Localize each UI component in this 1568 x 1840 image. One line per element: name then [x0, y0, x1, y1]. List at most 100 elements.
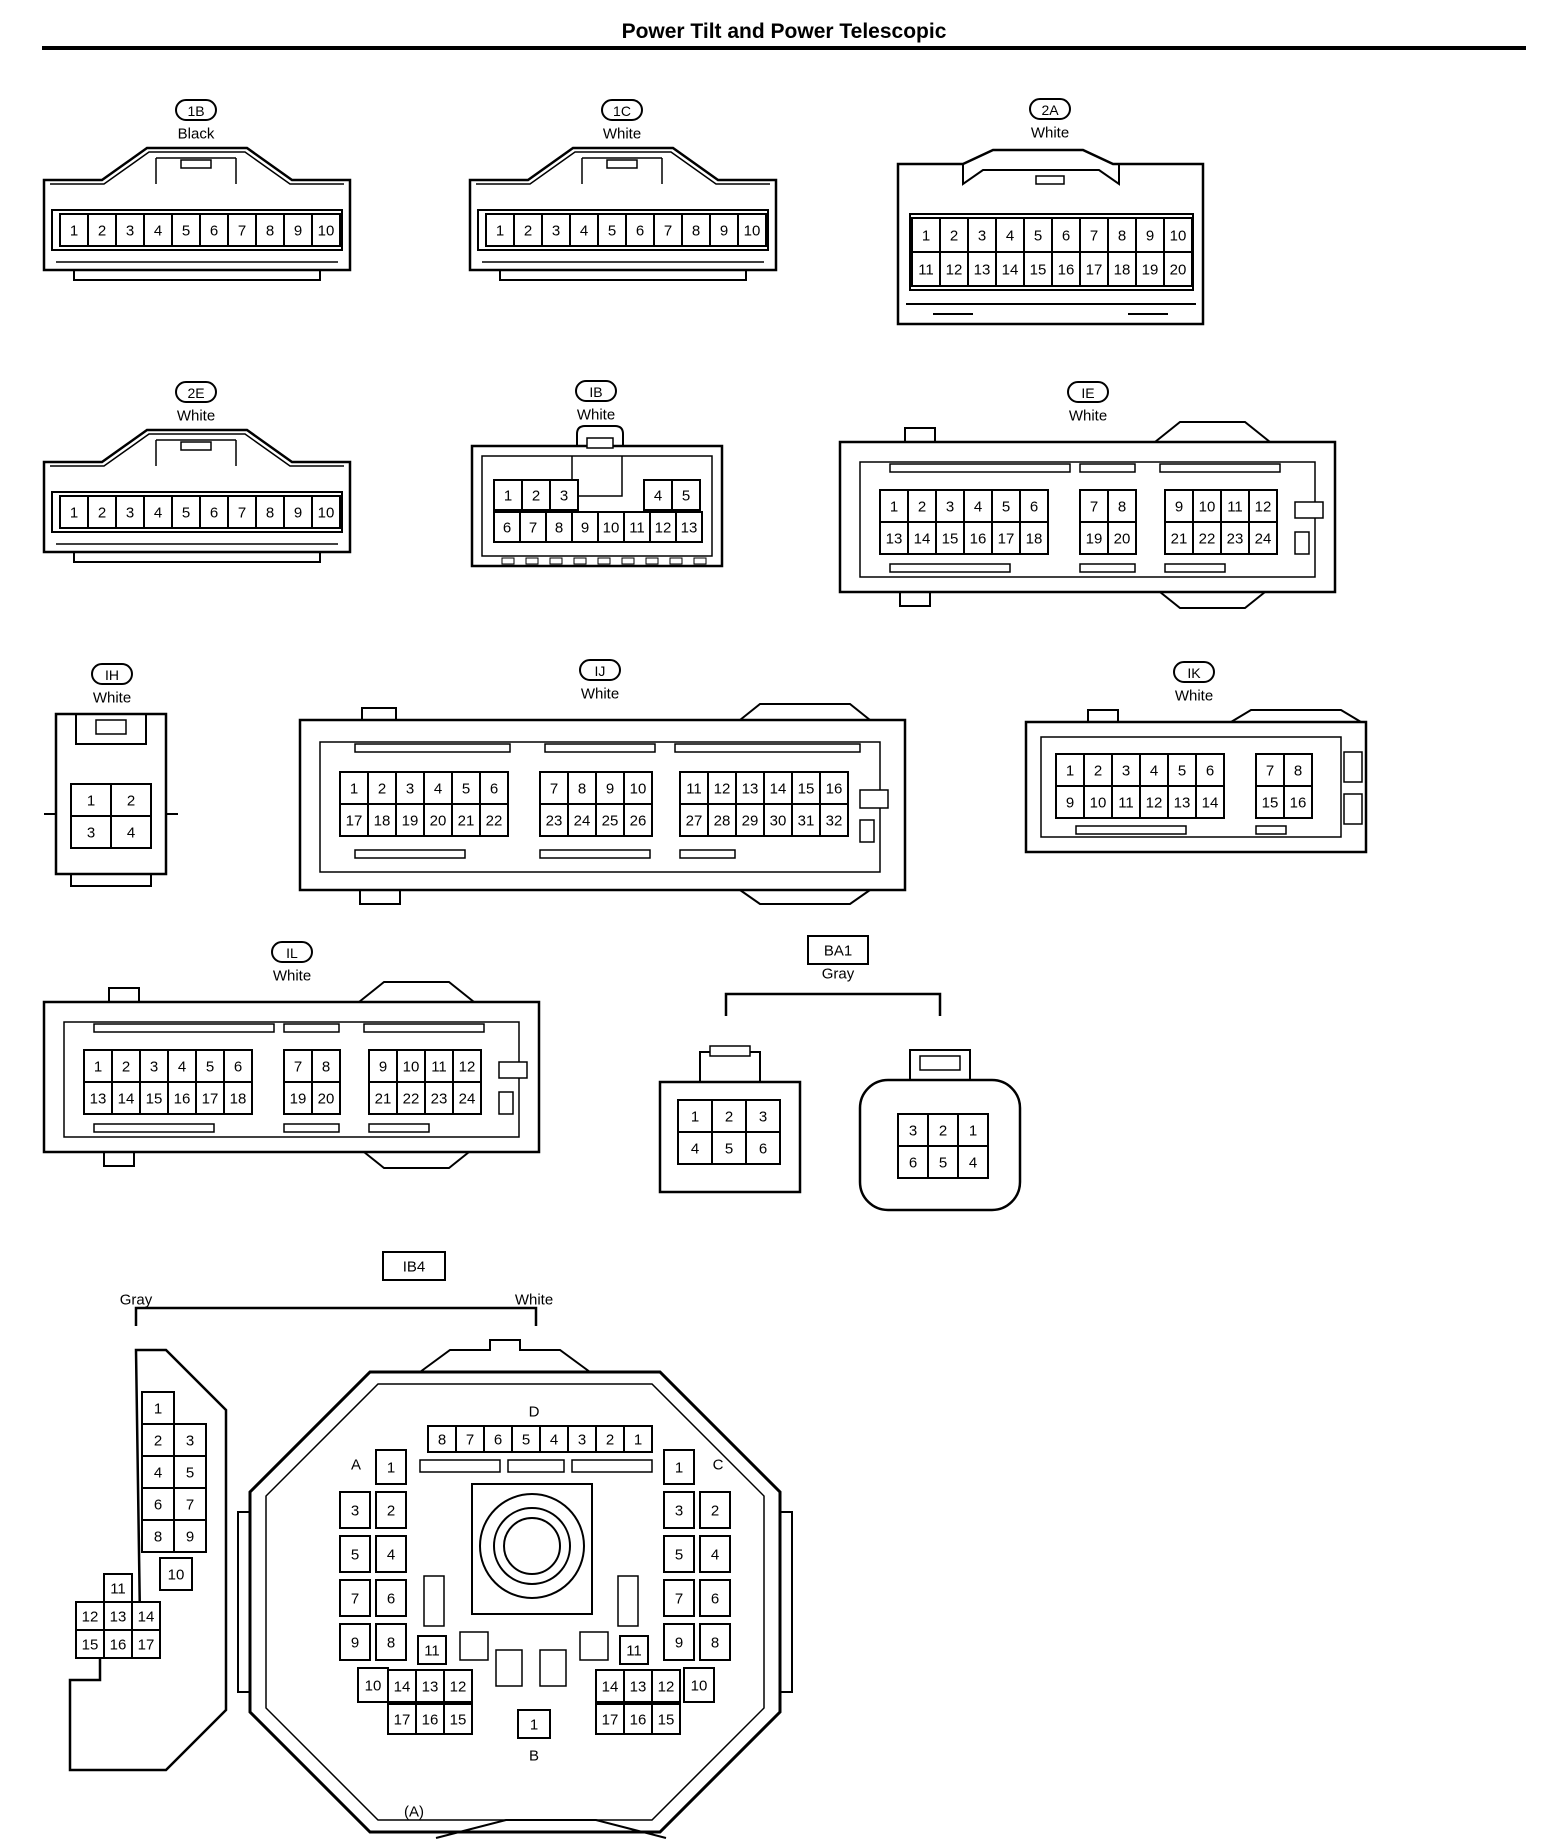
rail — [889, 563, 1011, 573]
pin-number: 19 — [290, 1091, 307, 1108]
pin-number: 13 — [886, 531, 903, 548]
pin-number: 6 — [711, 1591, 719, 1608]
pin-number: 20 — [430, 813, 447, 830]
pin-number: 2 — [711, 1503, 719, 1520]
pin-cell — [663, 1449, 695, 1485]
pin-cell — [103, 1573, 133, 1603]
pin-number: 13 — [1174, 795, 1191, 812]
pin-number: 15 — [450, 1712, 467, 1729]
pin-cell — [1107, 251, 1137, 287]
outline — [42, 146, 352, 272]
latch — [501, 557, 515, 565]
pin-cell — [103, 1629, 133, 1659]
pin-number: 8 — [1294, 763, 1302, 780]
pin-number: 1 — [94, 1059, 102, 1076]
pin-cell — [623, 1669, 653, 1703]
pin-number: 4 — [154, 1465, 162, 1482]
pin-number: 26 — [630, 813, 647, 830]
pin-cell — [1055, 753, 1085, 787]
pin-number: 22 — [403, 1091, 420, 1108]
connector-color: White — [1175, 688, 1213, 705]
pin-number: 9 — [294, 505, 302, 522]
pin-cell — [427, 1425, 457, 1453]
pin-number: 28 — [714, 813, 731, 830]
pin-number: 2 — [122, 1059, 130, 1076]
pin-number: 9 — [1066, 795, 1074, 812]
rail — [363, 1023, 485, 1033]
pin-cell — [623, 511, 651, 543]
pin-number: 10 — [1170, 228, 1187, 245]
pin-cell — [663, 1579, 695, 1617]
pin-cell — [223, 1081, 253, 1115]
outline — [42, 1000, 541, 1154]
pin-cell — [595, 803, 625, 837]
outline — [134, 1306, 538, 1326]
pin-number: 5 — [1002, 499, 1010, 516]
pin-number: 15 — [1262, 795, 1279, 812]
pin-cell — [567, 771, 597, 805]
outline — [419, 1339, 591, 1373]
rail — [544, 743, 656, 753]
pin-number: 22 — [486, 813, 503, 830]
pin-number: 7 — [294, 1059, 302, 1076]
outline — [54, 712, 168, 876]
outline — [359, 889, 871, 905]
connector-code-box — [382, 1251, 446, 1281]
pin-number: 13 — [974, 262, 991, 279]
pin-number: 16 — [174, 1091, 191, 1108]
pin-number: 6 — [1062, 228, 1070, 245]
latch — [1343, 751, 1363, 783]
pin-cell — [623, 1425, 653, 1453]
pin-cell — [455, 1425, 485, 1453]
pin-cell — [375, 1579, 407, 1617]
pin-cell — [199, 213, 229, 247]
pin-number: 6 — [503, 520, 511, 537]
connector-color: White — [515, 1292, 553, 1309]
outline — [499, 270, 747, 281]
outline — [298, 718, 907, 892]
pin-number: 5 — [522, 1432, 530, 1449]
pin-number: 17 — [602, 1712, 619, 1729]
pin-cell — [311, 213, 341, 247]
pin-cell — [707, 803, 737, 837]
outline — [470, 444, 724, 568]
pin-cell — [679, 771, 709, 805]
pin-number: 2 — [725, 1109, 733, 1126]
rail — [1075, 825, 1187, 835]
pin-number: 3 — [406, 781, 414, 798]
pin-cell — [663, 1623, 695, 1661]
rail — [539, 849, 651, 859]
pin-cell — [679, 803, 709, 837]
pin-number: 14 — [138, 1609, 155, 1626]
pin-number: 8 — [322, 1059, 330, 1076]
pin-number: 10 — [630, 781, 647, 798]
pin-cell — [545, 511, 573, 543]
pin-number: 11 — [629, 520, 645, 537]
pin-cell — [311, 495, 341, 529]
pin-number: 14 — [1202, 795, 1219, 812]
pin-cell — [519, 511, 547, 543]
rail — [507, 1459, 565, 1473]
section-label: C — [713, 1457, 724, 1474]
pin-cell — [1135, 251, 1165, 287]
pin-number: 9 — [720, 223, 728, 240]
pin-cell — [1195, 753, 1225, 787]
pin-number: 10 — [744, 223, 761, 240]
pin-number: 23 — [431, 1091, 448, 1108]
connector-code: IB — [589, 384, 602, 400]
pin-number: 13 — [681, 520, 698, 537]
pin-number: 5 — [462, 781, 470, 798]
pin-number: 11 — [918, 262, 934, 279]
pin-cell — [957, 1145, 989, 1179]
connector-code-badge — [1029, 98, 1071, 120]
key — [495, 1649, 523, 1687]
outline — [73, 552, 321, 563]
pin-cell — [375, 1491, 407, 1529]
pin-cell — [159, 1557, 193, 1591]
pin-cell — [111, 1081, 141, 1115]
pin-cell — [173, 1487, 207, 1521]
